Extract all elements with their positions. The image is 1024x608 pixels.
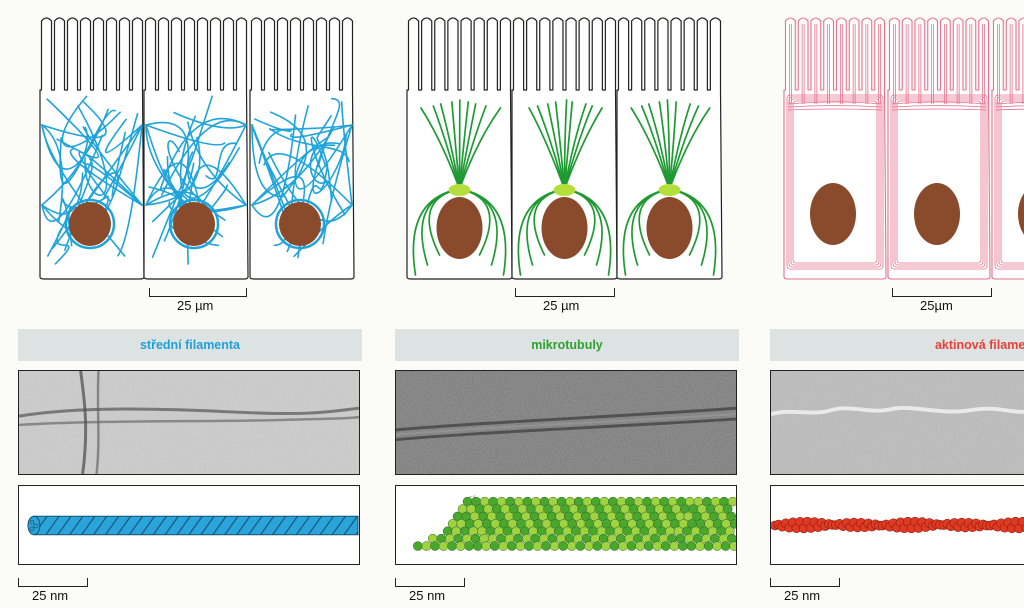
electron-micrograph-microtubule <box>395 370 737 475</box>
nucleus <box>810 183 856 245</box>
panel-title-bar: mikrotubuly <box>395 329 739 361</box>
intermediate-filaments-panel: 25 µm střední filamenta <box>18 0 362 608</box>
tubulin-subunit <box>465 542 474 551</box>
tubulin-subunit <box>636 542 645 551</box>
tubulin-subunit <box>576 542 585 551</box>
microtubule-model <box>395 485 737 565</box>
actin-filament-model <box>770 485 1024 565</box>
nucleus <box>437 197 483 259</box>
panel-title: mikrotubuly <box>531 338 603 352</box>
nucleus <box>914 183 960 245</box>
intermediate-filament-model <box>18 485 360 565</box>
nucleus <box>647 197 693 259</box>
centrosome <box>659 184 681 196</box>
tubulin-subunit <box>499 542 508 551</box>
tubulin-subunit <box>482 542 491 551</box>
tubulin-subunit <box>653 542 662 551</box>
tubulin-subunit <box>687 542 696 551</box>
tubulin-subunit <box>430 542 439 551</box>
tubulin-subunit <box>593 542 602 551</box>
tubulin-subunit <box>550 542 559 551</box>
nucleus <box>279 202 321 246</box>
electron-micrograph-actin <box>770 370 1024 475</box>
panel-title: střední filamenta <box>140 338 240 352</box>
tubulin-subunit <box>610 542 619 551</box>
nm-scale-label: 25 nm <box>409 588 445 603</box>
cell-scale-label: 25 µm <box>177 298 213 313</box>
tubulin-subunit <box>670 542 679 551</box>
centrosome <box>449 184 471 196</box>
tubulin-subunit <box>422 542 431 551</box>
tubulin-subunit <box>713 542 722 551</box>
nucleus <box>542 197 588 259</box>
cell-scale-label: 25 µm <box>543 298 579 313</box>
microtubules-panel: 25 µm mikrotubuly 25 nm <box>395 0 739 608</box>
tubulin-subunit <box>627 542 636 551</box>
tubulin-subunit <box>678 542 687 551</box>
tubulin-subunit <box>704 542 713 551</box>
nm-scale-label: 25 nm <box>784 588 820 603</box>
tubulin-subunit <box>567 542 576 551</box>
panel-title-bar: střední filamenta <box>18 329 362 361</box>
tubulin-subunit <box>507 542 516 551</box>
tubulin-subunit <box>542 542 551 551</box>
cell-scale-label: 25µm <box>920 298 953 313</box>
nucleus <box>173 202 215 246</box>
tubulin-subunit <box>661 542 670 551</box>
nm-scale-label: 25 nm <box>32 588 68 603</box>
tubulin-subunit <box>413 542 422 551</box>
tubulin-subunit <box>559 542 568 551</box>
centrosome <box>554 184 576 196</box>
tubulin-subunit <box>490 542 499 551</box>
epithelial-cells-microtubules <box>395 0 739 290</box>
panel-title: aktinová filamenta <box>935 338 1024 352</box>
tubulin-subunit <box>721 542 730 551</box>
tubulin-subunit <box>533 542 542 551</box>
tubulin-subunit <box>439 542 448 551</box>
actin-filaments-panel: 25µm aktinová filamenta 25 nm <box>770 0 1024 608</box>
tubulin-subunit <box>584 542 593 551</box>
tubulin-subunit <box>447 542 456 551</box>
tubulin-subunit <box>601 542 610 551</box>
tubulin-subunit <box>516 542 525 551</box>
tubulin-subunit <box>473 542 482 551</box>
nucleus <box>69 202 111 246</box>
epithelial-cells-intermediate-filaments <box>18 0 362 290</box>
epithelial-cells-actin <box>770 0 1024 290</box>
tubulin-subunit <box>618 542 627 551</box>
tubulin-subunit <box>644 542 653 551</box>
tubulin-subunit <box>524 542 533 551</box>
electron-micrograph-intermediate <box>18 370 360 475</box>
panel-title-bar: aktinová filamenta <box>770 329 1024 361</box>
tubulin-subunit <box>695 542 704 551</box>
tubulin-subunit <box>456 542 465 551</box>
